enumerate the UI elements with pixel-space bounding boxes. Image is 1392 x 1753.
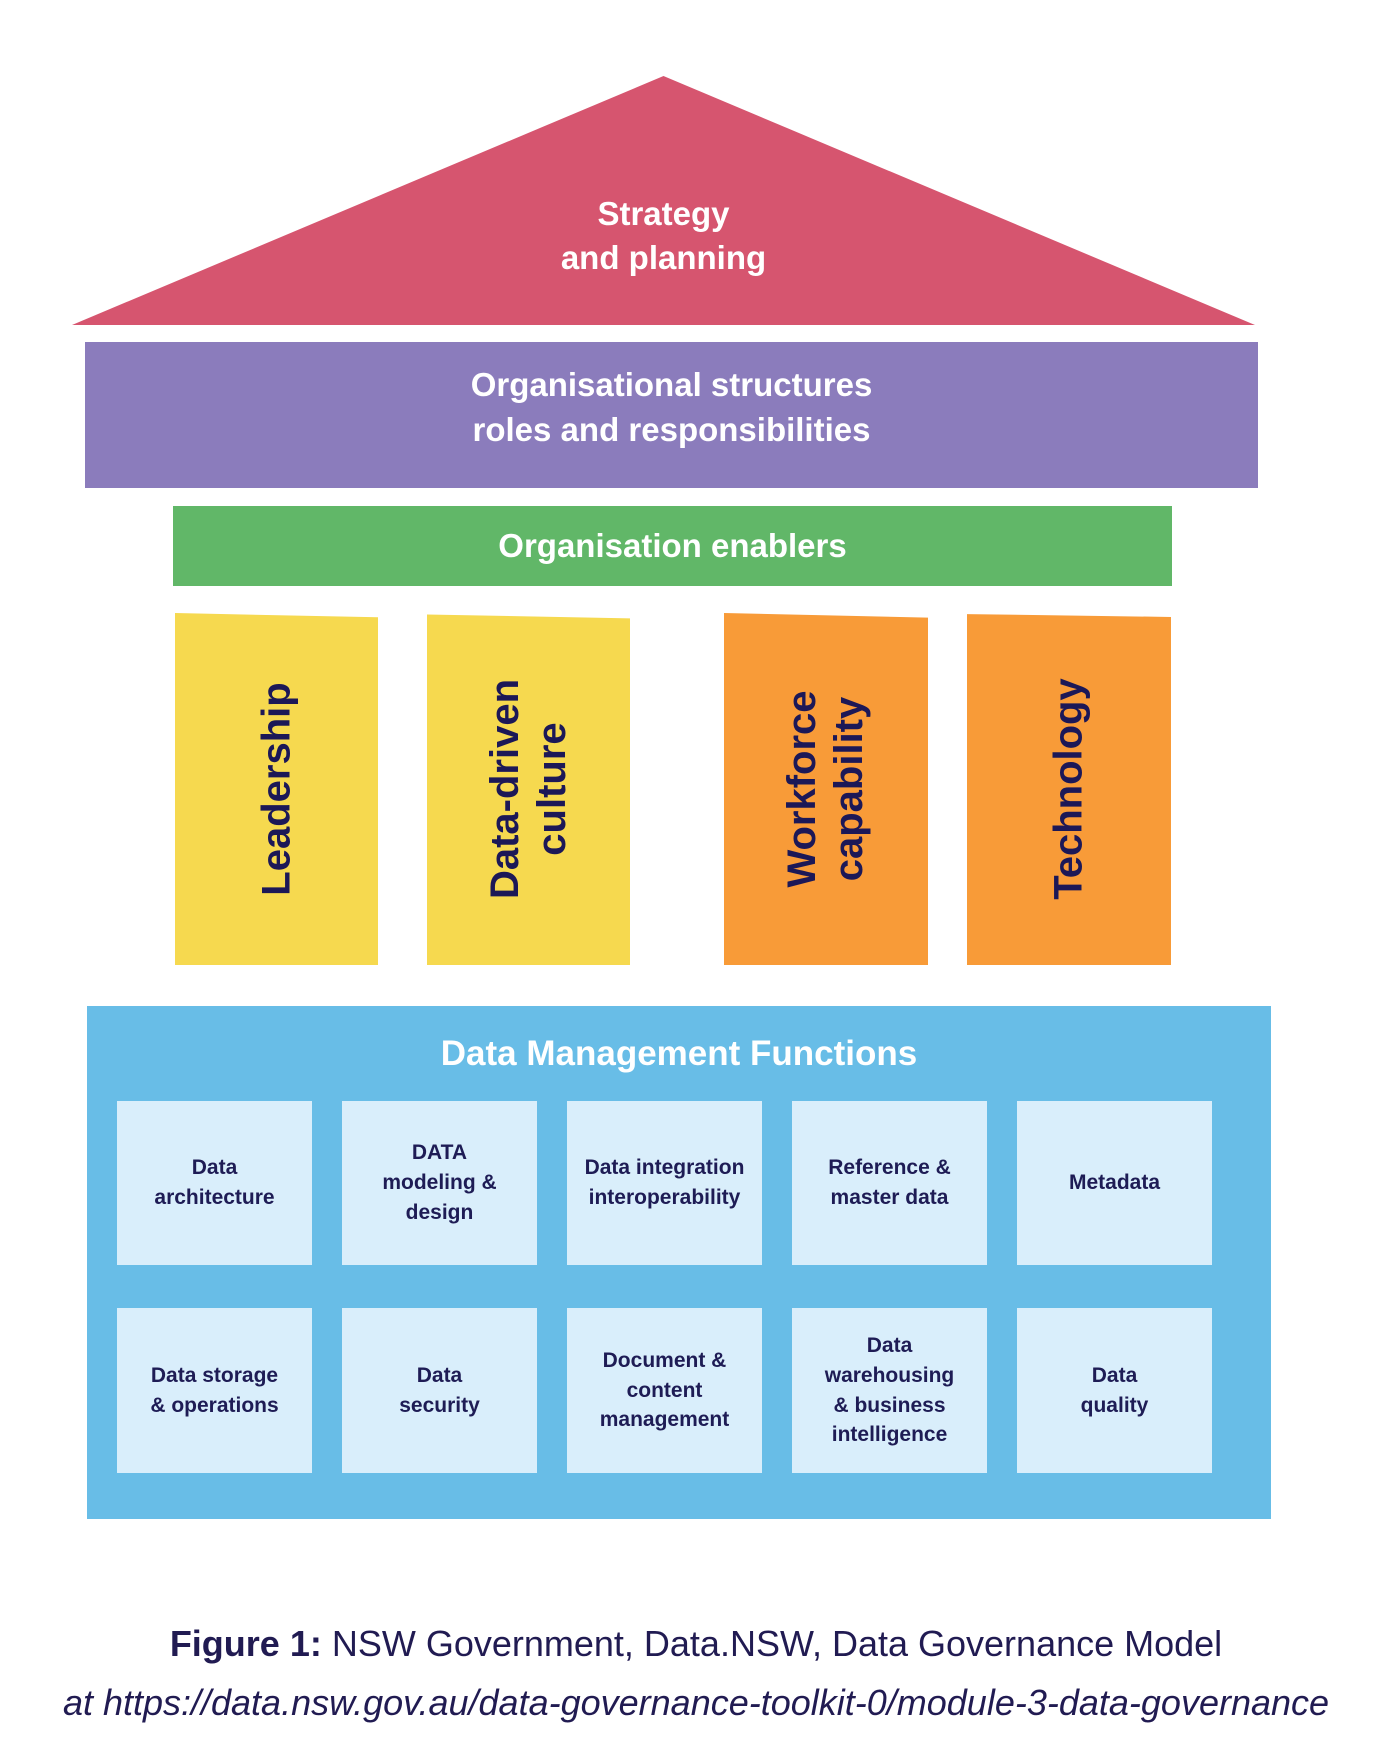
pillar-technology-label: Technology: [1046, 677, 1091, 900]
pillar-leadership: Leadership: [175, 613, 378, 965]
figure-caption: Figure 1: NSW Government, Data.NSW, Data…: [0, 1622, 1392, 1724]
pillar-data-driven-culture: Data-driven culture: [427, 614, 630, 965]
pillar-technology: Technology: [967, 614, 1171, 965]
pillar-workforce-capability-label: Workforce capability: [779, 689, 871, 888]
roof-strategy-and-planning: Strategy and planning: [72, 76, 1255, 325]
pillar-leadership-label: Leadership: [253, 681, 298, 896]
figure-number-label: Figure 1:: [169, 1623, 322, 1664]
function-cell-data-security: Data security: [342, 1308, 537, 1473]
function-cell-reference-master-data: Reference & master data: [792, 1101, 987, 1265]
figure-caption-source-url: at https://data.nsw.gov.au/data-governan…: [62, 1682, 1330, 1724]
function-cell-data-modeling-design: DATA modeling & design: [342, 1101, 537, 1265]
function-cell-document-content-management: Document & content management: [567, 1308, 762, 1473]
organisation-enablers-label: Organisation enablers: [498, 526, 847, 564]
data-management-functions-box: Data Management Functions Data architect…: [87, 1006, 1271, 1519]
function-cell-data-warehousing-business-intelligence: Data warehousing & business intelligence: [792, 1308, 987, 1473]
function-cell-data-architecture: Data architecture: [117, 1101, 312, 1265]
pillar-workforce-capability: Workforce capability: [724, 613, 928, 965]
organisational-structures-bar: Organisational structures roles and resp…: [85, 342, 1258, 488]
figure-caption-title-line: Figure 1: NSW Government, Data.NSW, Data…: [0, 1622, 1392, 1665]
organisational-structures-label: Organisational structures roles and resp…: [470, 366, 873, 448]
functions-grid: Data architecture DATA modeling & design…: [87, 1101, 1271, 1473]
figure-caption-title: NSW Government, Data.NSW, Data Governanc…: [321, 1623, 1223, 1664]
function-cell-data-integration-interoperability: Data integration interoperability: [567, 1101, 762, 1265]
function-cell-metadata: Metadata: [1017, 1101, 1212, 1265]
roof-label: Strategy and planning: [560, 194, 767, 276]
pillar-data-driven-culture-label: Data-driven culture: [482, 678, 574, 899]
function-cell-data-storage-operations: Data storage & operations: [117, 1308, 312, 1473]
function-cell-data-quality: Data quality: [1017, 1308, 1212, 1473]
data-management-functions-title: Data Management Functions: [440, 1033, 918, 1073]
organisation-enablers-bar: Organisation enablers: [173, 506, 1172, 586]
